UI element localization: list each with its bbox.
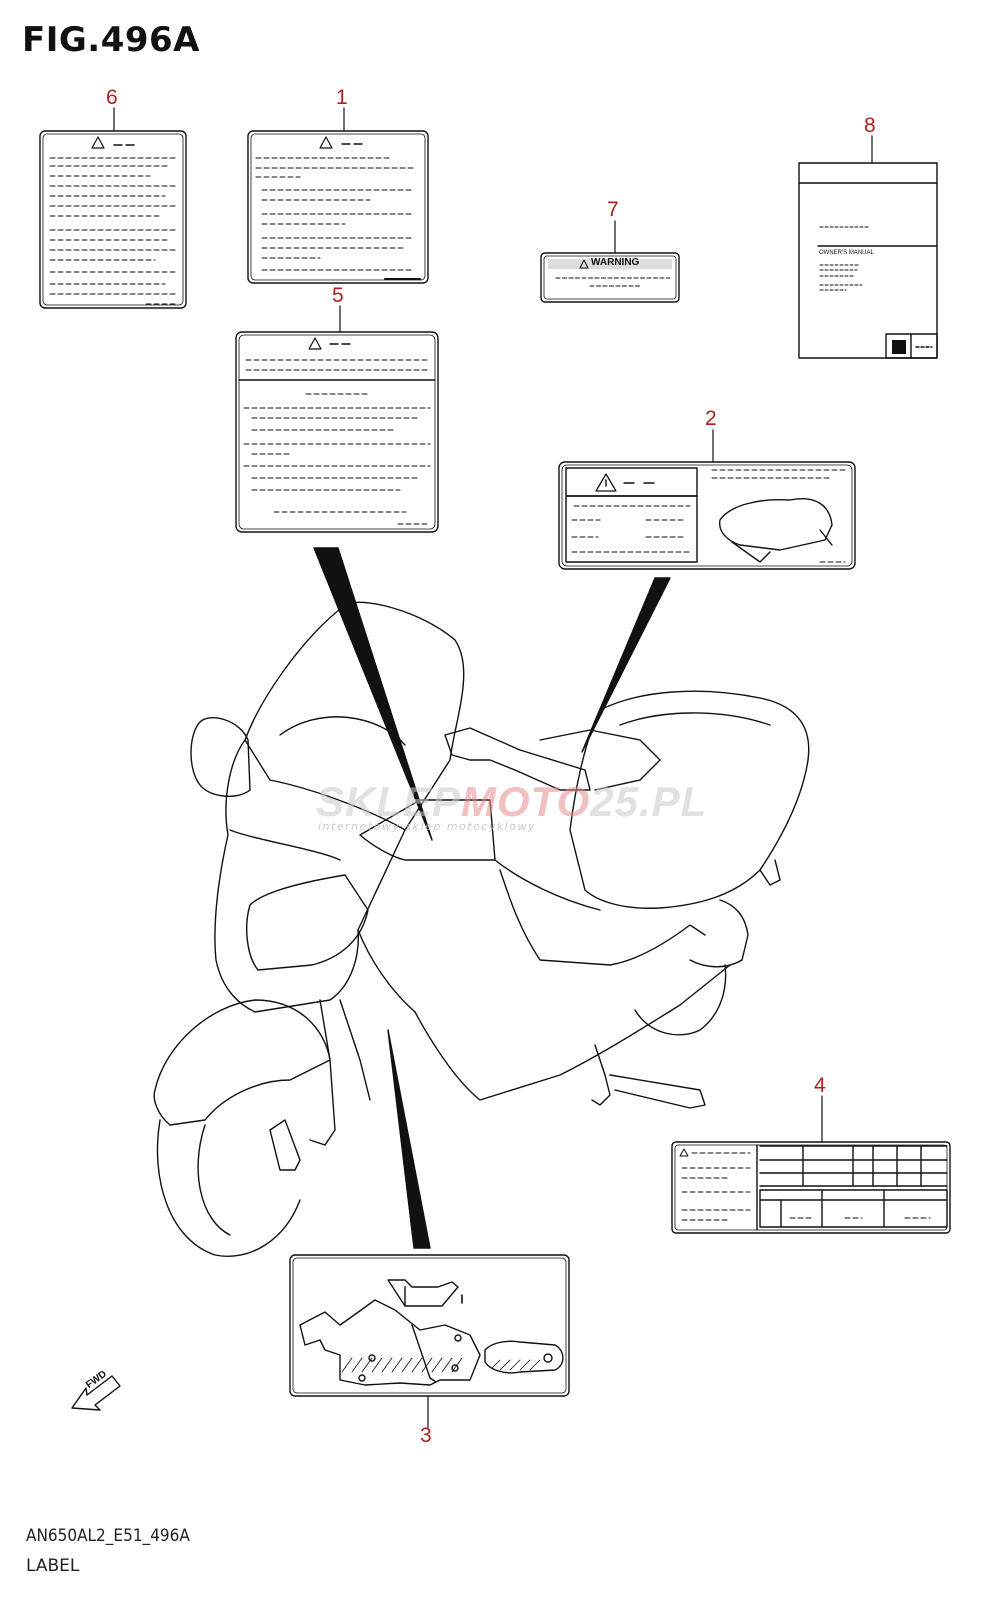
watermark-part-c: 25.PL [590, 778, 708, 825]
watermark-subtitle: internetowy sklep motocyklowy [318, 820, 537, 833]
label-5 [235, 331, 439, 533]
warning-label-text: WARNING [591, 257, 640, 268]
leader-lines [113, 107, 873, 1429]
label-7 [540, 252, 680, 303]
fwd-arrow-icon [71, 1375, 121, 1411]
model-code: AN650AL2_E51_496A [26, 1526, 190, 1546]
label-3 [289, 1254, 570, 1397]
leader-wedges [313, 547, 671, 1249]
callout-4: 4 [814, 1074, 826, 1097]
watermark-part-a: SKLEP [316, 778, 462, 825]
callout-5: 5 [332, 284, 344, 307]
figure-title: FIG.496A [22, 20, 200, 60]
watermark: SKLEPMOTO25.PL [316, 778, 707, 826]
figure-caption: LABEL [26, 1556, 80, 1576]
watermark-part-b: MOTO [461, 778, 591, 825]
scooter-outline [153, 601, 810, 1257]
callout-1: 1 [336, 86, 348, 109]
callout-7: 7 [607, 198, 619, 221]
label-2 [558, 461, 856, 570]
callout-2: 2 [705, 407, 717, 430]
callout-3: 3 [420, 1424, 432, 1447]
label-1 [247, 130, 429, 284]
label-6 [39, 130, 187, 309]
callout-8: 8 [864, 114, 876, 137]
label-8 [798, 162, 938, 359]
owners-manual-text: OWNER'S MANUAL [819, 250, 874, 256]
callout-6: 6 [106, 86, 118, 109]
label-4 [671, 1141, 951, 1234]
